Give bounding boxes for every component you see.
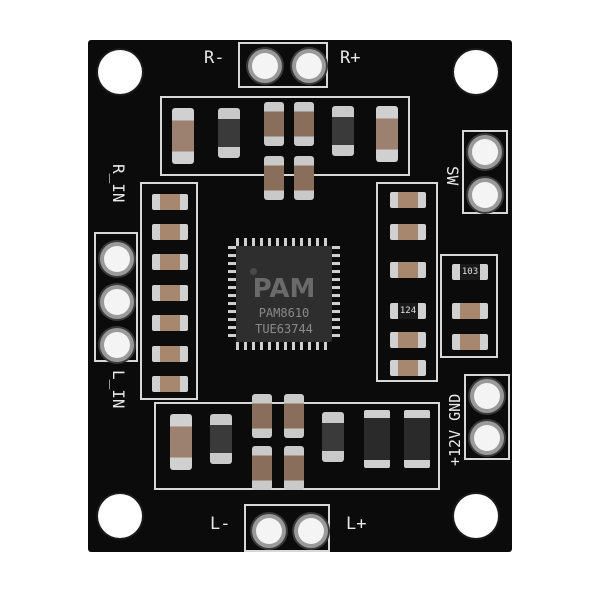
pin-switch-1: [472, 139, 498, 165]
input-header-outline: [94, 232, 138, 362]
capacitor: [264, 156, 284, 200]
capacitor: [218, 108, 240, 158]
label-left-input: L_IN: [109, 370, 128, 409]
capacitor: [210, 414, 232, 464]
capacitor: [152, 194, 188, 210]
pin-left-plus: [298, 518, 324, 544]
mounting-hole-top-left: [98, 50, 142, 94]
capacitor: [390, 192, 426, 208]
capacitor: [294, 102, 314, 146]
capacitor: [152, 224, 188, 240]
label-power: +12V GND: [446, 394, 464, 466]
chip-lot-code: TUE63744: [255, 322, 313, 336]
capacitor: [252, 394, 272, 438]
label-left-minus: L-: [210, 514, 231, 534]
pin-12v: [474, 425, 500, 451]
capacitor: [294, 156, 314, 200]
top-component-outline: [160, 96, 410, 176]
capacitor: [390, 360, 426, 376]
capacitor: [152, 346, 188, 362]
capacitor: [390, 224, 426, 240]
capacitor: [264, 102, 284, 146]
mounting-hole-bottom-right: [454, 494, 498, 538]
pin-left-minus: [256, 518, 282, 544]
pin-right-plus: [296, 53, 322, 79]
label-right-plus: R+: [340, 48, 361, 68]
left-cap-column-outline: [140, 182, 198, 400]
pin-input-l: [104, 332, 130, 358]
resistor-103: 103: [452, 264, 488, 280]
right-inner-outline: [440, 254, 498, 358]
pin-input-r: [104, 246, 130, 272]
diode: [364, 410, 390, 468]
capacitor: [284, 446, 304, 490]
mounting-hole-bottom-left: [98, 494, 142, 538]
label-12v: +12V: [446, 429, 464, 466]
mounting-hole-top-right: [454, 50, 498, 94]
speaker-l-header-outline: [244, 504, 330, 552]
chip-part-number: PAM8610: [258, 306, 310, 320]
capacitor: [376, 106, 398, 162]
chip-logo: PAM: [252, 274, 316, 304]
chip-pins-top: [236, 238, 332, 246]
label-left-plus: L+: [346, 514, 367, 534]
pin-gnd: [474, 383, 500, 409]
switch-header-outline: [462, 130, 508, 214]
capacitor: [390, 332, 426, 348]
capacitor: [172, 108, 194, 164]
label-gnd: GND: [446, 393, 464, 421]
capacitor: [152, 254, 188, 270]
capacitor: [252, 446, 272, 490]
capacitor: [170, 414, 192, 470]
resistor-124: 124: [390, 303, 426, 319]
capacitor: [390, 262, 426, 278]
power-header-outline: [464, 374, 510, 460]
diode: [404, 410, 430, 468]
label-right-minus: R-: [204, 48, 225, 68]
capacitor: [452, 334, 488, 350]
capacitor: [152, 376, 188, 392]
pin-switch-2: [472, 182, 498, 208]
chip-pins-bottom: [236, 342, 332, 350]
capacitor: [452, 303, 488, 319]
label-switch: SW: [443, 166, 462, 186]
pin1-marker: [250, 268, 257, 275]
capacitor: [332, 106, 354, 156]
amplifier-chip: PAM PAM8610 TUE63744: [236, 246, 332, 342]
pin-input-gnd: [104, 289, 130, 315]
pin-right-minus: [252, 53, 278, 79]
label-right-input: R_IN: [109, 164, 128, 203]
chip-pins-left: [228, 246, 236, 342]
speaker-r-header-outline: [238, 42, 328, 88]
capacitor: [152, 285, 188, 301]
capacitor: [284, 394, 304, 438]
chip-pins-right: [332, 246, 340, 342]
capacitor: [322, 412, 344, 462]
right-cap-column-outline: [376, 182, 438, 382]
capacitor: [152, 315, 188, 331]
